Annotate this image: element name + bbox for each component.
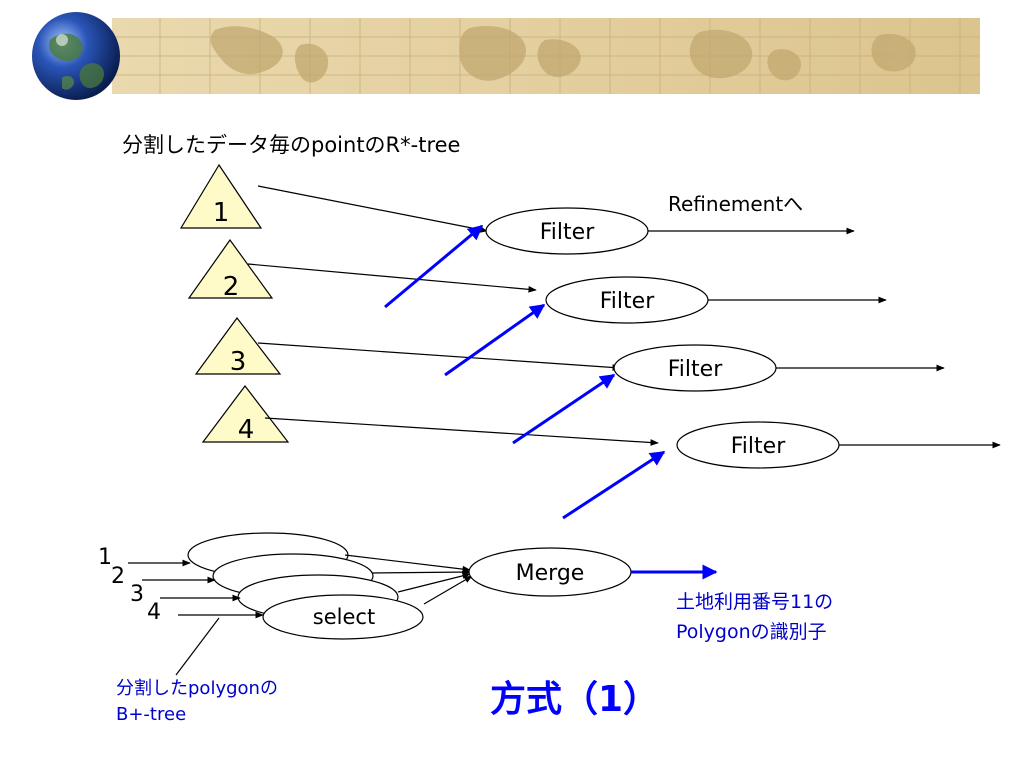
select3-to-merge-arrow: [397, 572, 471, 593]
partition-label-4: 4: [238, 415, 255, 445]
merge-label: Merge: [516, 561, 585, 586]
filter-label-2: Filter: [600, 289, 655, 314]
polygon-tree-label-line1: 分割したpolygonの: [116, 678, 278, 699]
select1-to-merge-arrow: [344, 554, 471, 573]
partition-label-1: 1: [213, 198, 230, 228]
filter-label-3: Filter: [668, 357, 723, 382]
globe-icon: [32, 12, 120, 100]
polygon-tree-label-line2: B+-tree: [116, 704, 186, 725]
filter-node-3: Filter: [613, 344, 777, 392]
world-map-pattern: [210, 25, 916, 83]
output-label-line1: 土地利用番号11の: [676, 591, 833, 613]
select2-to-merge-arrow: [371, 568, 471, 576]
point-rtree-label: 分割したデータ毎のpointのR*-tree: [122, 133, 460, 157]
polygon-tree-pointer-line: [175, 617, 220, 676]
tree2-to-filter2-arrow: [247, 263, 537, 293]
select-input-1: 1: [98, 545, 112, 570]
select-label: select: [313, 605, 375, 629]
select4-to-merge-arrow: [423, 575, 473, 605]
blue-arrow-filter-2: [444, 303, 546, 377]
partition-triangle-3: 3: [194, 316, 282, 377]
select-input-4: 4: [147, 600, 161, 625]
tree3-to-filter3-arrow: [257, 342, 621, 371]
slide-title: 方式（1）: [490, 679, 659, 720]
blue-arrow-filter-4: [562, 450, 666, 520]
filter-label-4: Filter: [731, 434, 786, 459]
blue-arrow-filter-3: [512, 373, 616, 445]
partition-label-3: 3: [230, 347, 247, 377]
filter-node-2: Filter: [545, 276, 709, 324]
partition-triangle-4: 4: [201, 385, 290, 445]
filter-label-1: Filter: [540, 220, 595, 245]
tree1-to-filter1-arrow: [257, 185, 488, 233]
partition-triangle-1: 1: [179, 163, 263, 229]
select-stack: select: [187, 532, 424, 640]
filter-node-1: Filter: [485, 207, 649, 255]
partition-label-2: 2: [223, 272, 240, 302]
merge-node: Merge: [468, 547, 632, 597]
select-input-3: 3: [130, 582, 144, 607]
output-label-line2: Polygonの識別子: [676, 621, 827, 643]
select-input-2: 2: [111, 564, 125, 589]
refinement-label: Refinementへ: [668, 192, 803, 216]
filter-node-4: Filter: [676, 421, 840, 469]
partition-triangle-2: 2: [187, 238, 274, 302]
header-banner: [112, 18, 980, 94]
blue-arrow-filter-1: [384, 224, 484, 309]
tree4-to-filter4-arrow: [264, 417, 659, 446]
